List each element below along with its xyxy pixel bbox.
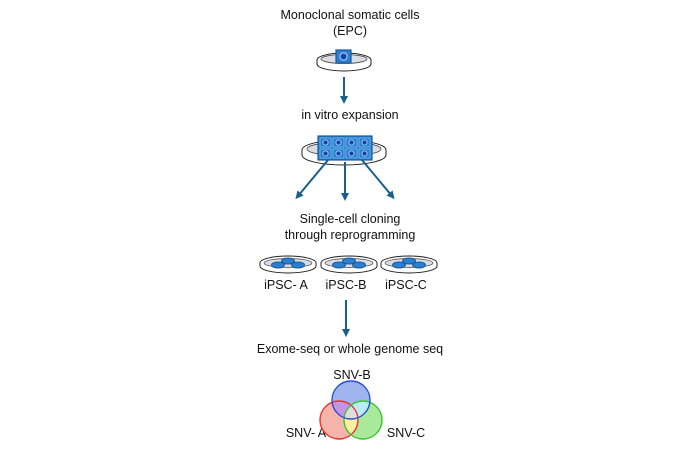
clone-label-b: iPSC-B xyxy=(325,278,367,292)
expansion-label: in vitro expansion xyxy=(301,108,399,122)
colony-icon xyxy=(402,257,416,265)
cell-icon xyxy=(358,137,371,148)
colony-icon xyxy=(412,261,426,269)
venn-overlap-abc xyxy=(344,401,358,419)
colony-icon xyxy=(291,261,305,269)
cell-icon xyxy=(345,137,358,148)
venn-diagram xyxy=(319,380,383,440)
arrow-to-clone-a xyxy=(295,159,329,200)
dish-expansion xyxy=(301,135,387,166)
cell-icon xyxy=(358,148,371,159)
dish-monoclonal xyxy=(316,49,372,72)
clone-label-c: iPSC-C xyxy=(385,278,427,292)
source-label-line1: Monoclonal somatic cells xyxy=(280,8,420,22)
dish-clone-c xyxy=(380,255,438,274)
clone-label-a: iPSC- A xyxy=(264,278,308,292)
venn-label-a: SNV- A xyxy=(285,426,327,440)
cell-icon xyxy=(319,137,332,148)
sequencing-label: Exome-seq or whole genome seq xyxy=(256,342,444,356)
colony-icon xyxy=(352,261,366,269)
venn-label-b: SNV-B xyxy=(333,368,371,382)
colony-icon xyxy=(332,261,346,269)
dish-clone-b xyxy=(320,255,378,274)
venn-overlap-ab xyxy=(332,401,358,419)
colony-icon xyxy=(271,261,285,269)
colony-icon xyxy=(281,257,295,265)
cell-icon xyxy=(332,137,345,148)
cell-icon xyxy=(345,148,358,159)
cloning-label-line1: Single-cell cloning xyxy=(299,212,401,226)
cell-icon xyxy=(335,49,352,64)
dish-clone-a xyxy=(259,255,317,274)
cloning-label-line2: through reprogramming xyxy=(284,228,416,242)
colony-icon xyxy=(342,257,356,265)
cell-icon xyxy=(319,148,332,159)
venn-label-c: SNV-C xyxy=(386,426,426,440)
cell-icon xyxy=(332,148,345,159)
arrow-to-clone-c xyxy=(361,159,395,200)
colony-icon xyxy=(392,261,406,269)
cell-grid xyxy=(317,135,373,161)
source-label-line2: (EPC) xyxy=(332,24,368,38)
